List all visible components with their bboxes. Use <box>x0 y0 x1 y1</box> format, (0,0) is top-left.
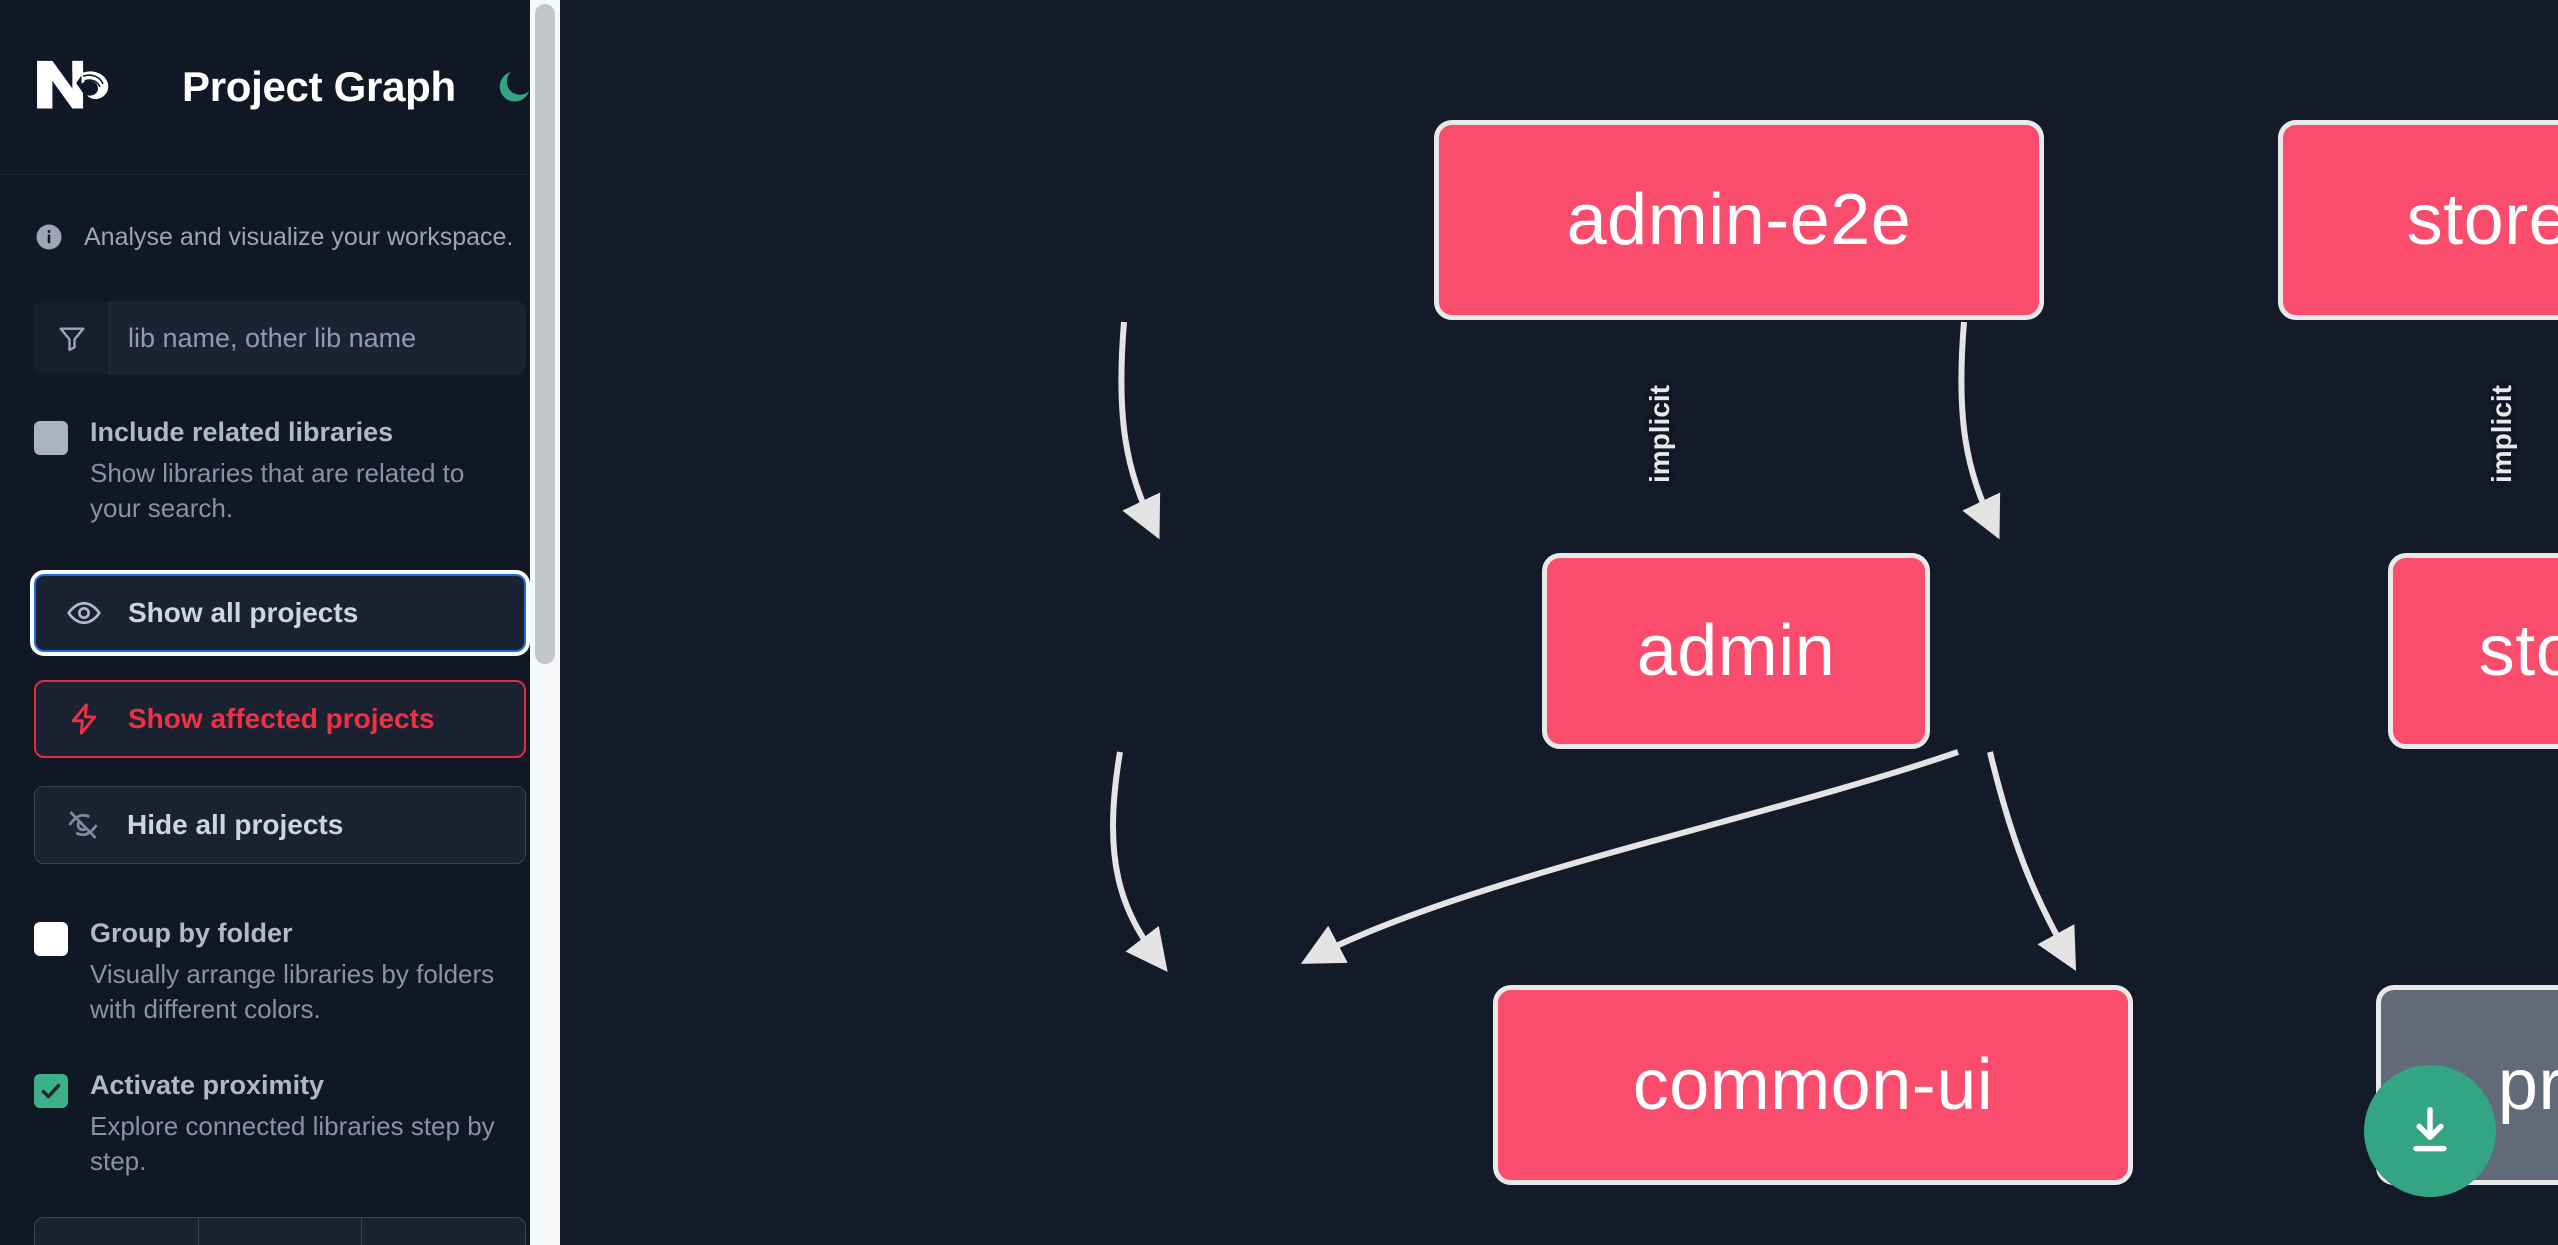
hide-all-projects-button[interactable]: Hide all projects <box>34 786 526 865</box>
moon-icon[interactable] <box>494 65 534 109</box>
activate-proximity-description: Explore connected libraries step by step… <box>90 1110 495 1176</box>
sidebar-body: Analyse and visualize your workspace. In… <box>0 175 560 1179</box>
graph-node-store-e2e[interactable]: store-e2e <box>2278 120 2558 320</box>
search-input[interactable] <box>110 301 526 375</box>
download-graph-button[interactable] <box>2364 1065 2496 1197</box>
download-icon <box>2399 1099 2461 1164</box>
proximity-step-decrease[interactable] <box>35 1218 199 1245</box>
edge-store-to-products <box>1987 751 2077 972</box>
info-icon <box>34 222 64 252</box>
sidebar-scrollbar-thumb[interactable] <box>535 4 555 664</box>
checkbox-include-related-libraries[interactable]: Include related libraries Show libraries… <box>34 415 526 526</box>
graph-edges <box>1110 321 2077 972</box>
edge-admin-e2e-to-admin <box>1118 321 1161 540</box>
eye-icon <box>64 593 104 633</box>
sidebar-header: Project Graph <box>0 0 560 175</box>
sidebar-scrollbar[interactable] <box>530 0 560 1245</box>
filter-bar <box>34 301 526 375</box>
proximity-step-increase[interactable] <box>362 1218 525 1245</box>
project-graph-canvas[interactable]: admin-e2e store-e2e admin store common-u… <box>560 0 2558 1245</box>
nx-logo-icon <box>34 56 126 118</box>
proximity-step-control[interactable] <box>34 1217 526 1245</box>
graph-node-label: store-e2e <box>2406 180 2558 260</box>
group-by-folder-label: Group by folder <box>90 918 293 949</box>
show-affected-projects-label: Show affected projects <box>128 703 435 735</box>
show-all-projects-button[interactable]: Show all projects <box>34 574 526 653</box>
graph-node-admin[interactable]: admin <box>1542 553 1930 749</box>
lightning-icon <box>64 699 104 739</box>
edge-admin-to-common-ui <box>1110 751 1168 972</box>
activate-proximity-label: Activate proximity <box>90 1069 325 1100</box>
group-by-folder-description: Visually arrange libraries by folders wi… <box>90 959 495 1025</box>
visibility-button-group: Show all projects Show affected projects <box>34 574 526 865</box>
graph-node-label: common-ui <box>1632 1045 1994 1125</box>
include-related-libraries-label: Include related libraries <box>90 417 394 447</box>
include-related-libraries-description: Show libraries that are related to your … <box>90 458 465 524</box>
graph-node-label: admin-e2e <box>1566 180 1912 260</box>
show-affected-projects-button[interactable]: Show affected projects <box>34 680 526 759</box>
group-by-folder-checkbox[interactable] <box>34 922 68 957</box>
edge-store-to-common-ui <box>1300 749 1959 964</box>
workspace-info: Analyse and visualize your workspace. <box>34 175 526 265</box>
show-all-projects-label: Show all projects <box>128 597 359 629</box>
funnel-icon <box>34 301 110 375</box>
activate-proximity-checkbox[interactable] <box>34 1073 68 1108</box>
workspace-info-text: Analyse and visualize your workspace. <box>84 222 514 251</box>
eye-off-icon <box>63 805 103 845</box>
include-related-libraries-checkbox[interactable] <box>34 421 68 455</box>
graph-node-admin-e2e[interactable]: admin-e2e <box>1434 120 2044 320</box>
graph-node-label: products <box>2497 1045 2558 1125</box>
proximity-step-value[interactable] <box>198 1218 363 1245</box>
hide-all-projects-label: Hide all projects <box>127 809 344 841</box>
sidebar: Project Graph Analyse and visualize your… <box>0 0 560 1245</box>
graph-node-label: store <box>2478 611 2558 691</box>
page-title: Project Graph <box>182 63 456 110</box>
graph-node-common-ui[interactable]: common-ui <box>1493 985 2133 1185</box>
graph-node-store[interactable]: store <box>2388 553 2558 749</box>
edge-store-e2e-to-store <box>1958 321 2001 540</box>
checkbox-activate-proximity[interactable]: Activate proximity Explore connected lib… <box>34 1068 526 1179</box>
graph-node-label: admin <box>1636 611 1836 691</box>
checkbox-group-by-folder[interactable]: Group by folder Visually arrange librari… <box>34 916 526 1027</box>
